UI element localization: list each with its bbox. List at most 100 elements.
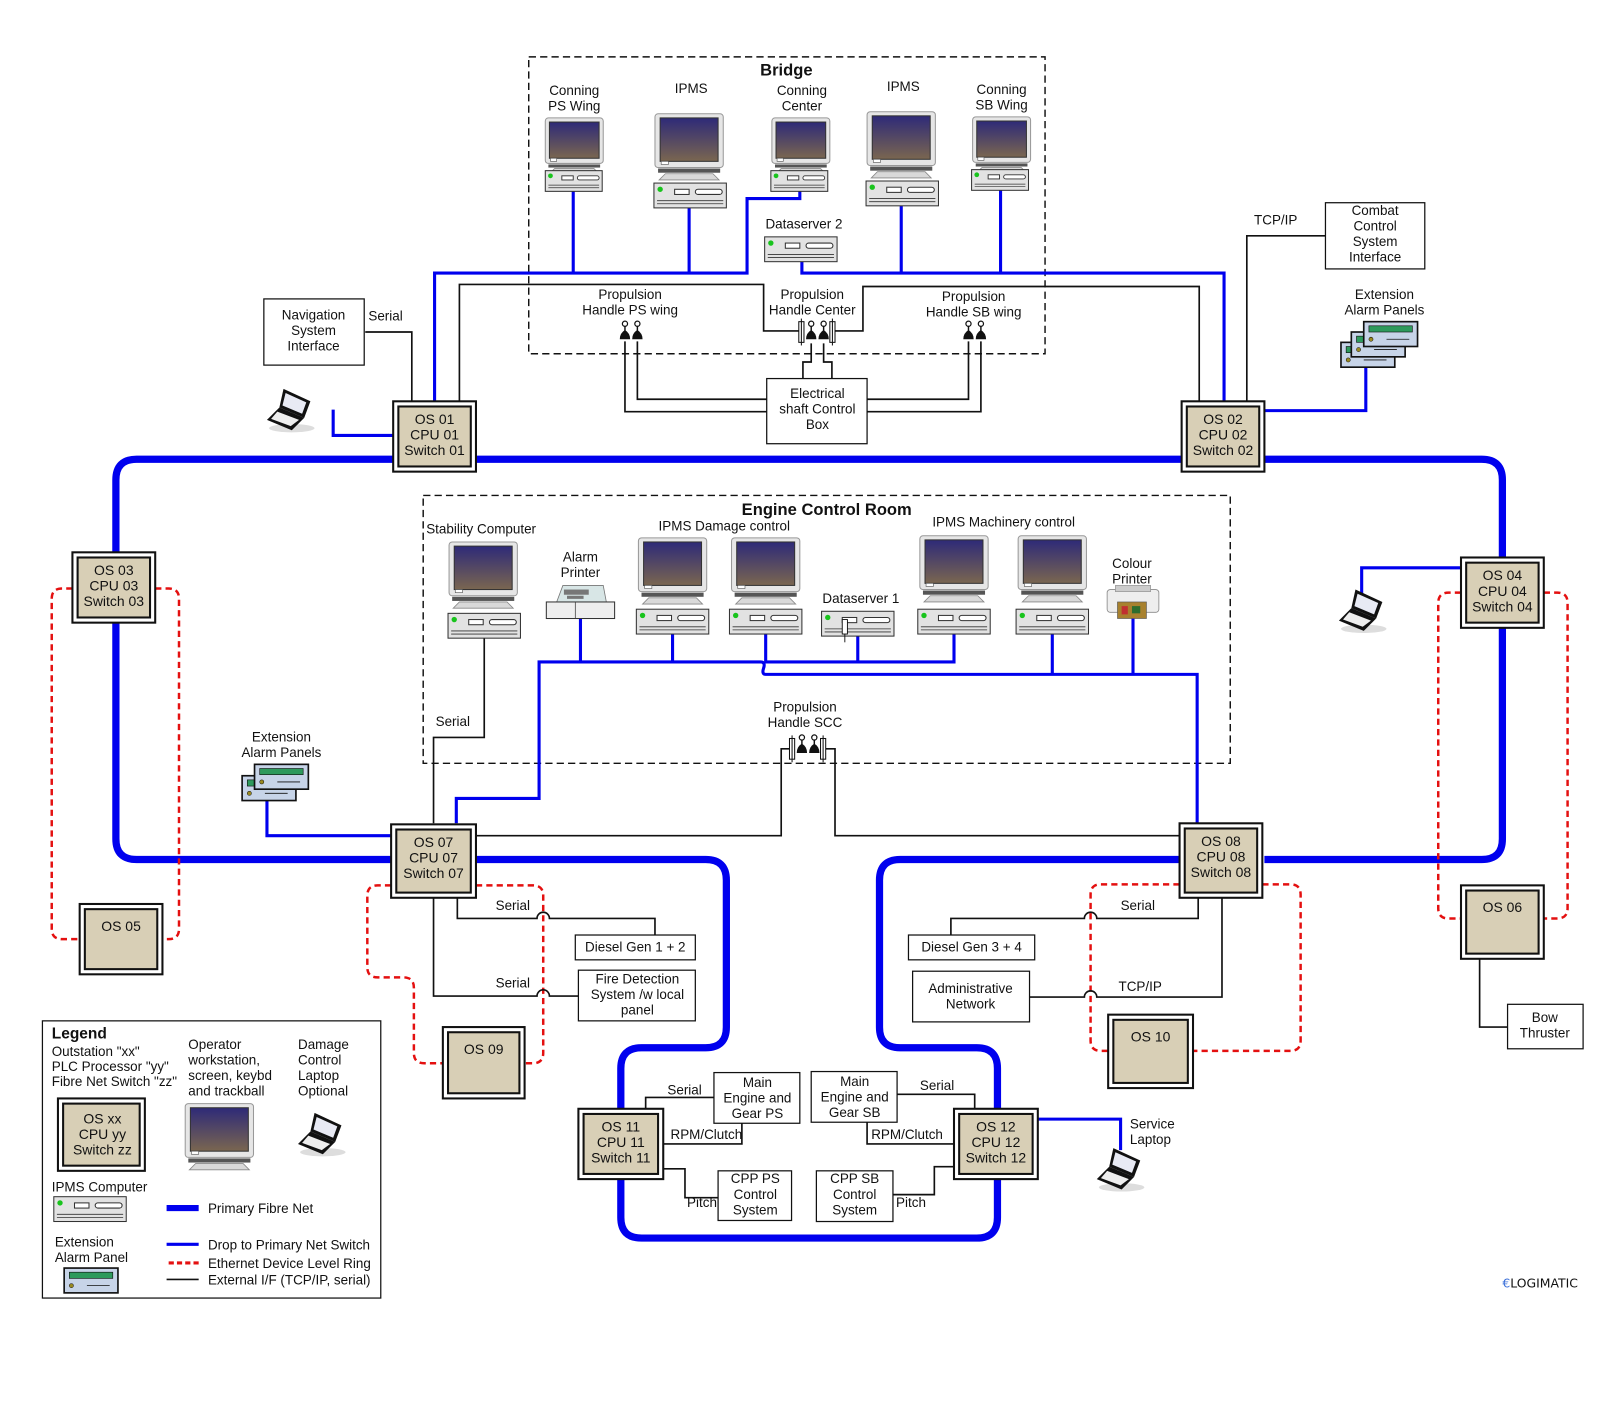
damage-control-laptop-os04[interactable] bbox=[1338, 589, 1387, 633]
damage-control-label: IPMS Damage control bbox=[659, 519, 790, 534]
link-os07-scc bbox=[475, 748, 790, 837]
outstation-label: OS 05 bbox=[101, 918, 141, 934]
outstation-os10[interactable]: OS 10 bbox=[1107, 1013, 1195, 1090]
stability-computer[interactable]: Stability Computer bbox=[426, 522, 537, 639]
workstation-ipms-left[interactable]: IPMS bbox=[653, 81, 727, 209]
link-prop-ps-a bbox=[624, 341, 767, 413]
svg-text:Dataserver 2: Dataserver 2 bbox=[765, 217, 842, 232]
bridge-drop-bus-left bbox=[433, 191, 802, 402]
legend-line-ring: Ethernet Device Level Ring bbox=[208, 1256, 371, 1271]
cpp-ps-link-label: Pitch bbox=[687, 1195, 717, 1210]
legend-alarm-icon bbox=[63, 1267, 119, 1294]
combat-link-label: TCP/IP bbox=[1254, 212, 1297, 227]
legend-cpu-icon bbox=[53, 1196, 127, 1223]
dataserver-2[interactable]: Dataserver 2 bbox=[764, 217, 843, 263]
workstation-damage-control-2[interactable] bbox=[728, 537, 803, 635]
drop-laptop-os01 bbox=[331, 409, 394, 437]
workstation-machinery-control-1[interactable] bbox=[917, 535, 991, 635]
link-os08-admin bbox=[1029, 897, 1223, 998]
ring-os08-os10 bbox=[1089, 883, 1302, 1053]
primary-fibre-ring-right bbox=[1264, 455, 1507, 864]
cpp-sb-link-label: Pitch bbox=[896, 1195, 926, 1210]
nav-link-label: Serial bbox=[368, 309, 402, 324]
legend: Legend Outstation "xx"PLC Processor "yy"… bbox=[41, 1020, 382, 1299]
link-prop-sb-b bbox=[867, 341, 982, 413]
ring-os03-os05 bbox=[50, 587, 181, 941]
drop-service-laptop bbox=[1037, 1117, 1123, 1151]
outstation-os05[interactable]: OS 05 bbox=[78, 902, 164, 976]
engine-control-room-zone bbox=[422, 494, 1231, 765]
me-ps-serial-label: Serial bbox=[667, 1082, 701, 1097]
link-os02-prop-center bbox=[833, 285, 1201, 402]
workstation-machinery-control-2[interactable] bbox=[1015, 535, 1090, 635]
legend-line-primary: Primary Fibre Net bbox=[208, 1201, 314, 1216]
link-os07-fire bbox=[432, 897, 579, 997]
workstation-ipms-right[interactable]: IPMS bbox=[865, 79, 939, 207]
diesel-gen-1-2[interactable]: Diesel Gen 1 + 2 bbox=[574, 934, 696, 961]
link-prop-center-b bbox=[822, 343, 833, 379]
outstation-body bbox=[582, 1112, 660, 1175]
primary-fibre-aft-bottom bbox=[617, 1179, 1002, 1242]
outstation-label: OS 09 bbox=[464, 1041, 504, 1057]
damage-control-laptop-os01[interactable] bbox=[266, 388, 315, 433]
primary-fibre-ring-upper bbox=[112, 455, 394, 864]
bridge-title: Bridge bbox=[760, 61, 812, 80]
legend-line-external: External I/F (TCP/IP, serial) bbox=[208, 1273, 371, 1288]
link-os12-rpm bbox=[866, 1122, 954, 1145]
dataserver-1[interactable]: Dataserver 1 bbox=[821, 591, 900, 643]
me-sb-rpm-label: RPM/Clutch bbox=[871, 1127, 943, 1142]
link-os08-diesel34 bbox=[950, 897, 1200, 936]
workstation-damage-control-1[interactable] bbox=[635, 537, 710, 635]
outstation-body bbox=[395, 828, 472, 894]
outstation-os06[interactable]: OS 06 bbox=[1459, 884, 1545, 960]
primary-fibre-aft-right bbox=[875, 855, 1182, 1109]
outstation-os09[interactable]: OS 09 bbox=[441, 1026, 526, 1100]
diesel-gen-3-4[interactable]: Diesel Gen 3 + 4 bbox=[907, 934, 1036, 961]
